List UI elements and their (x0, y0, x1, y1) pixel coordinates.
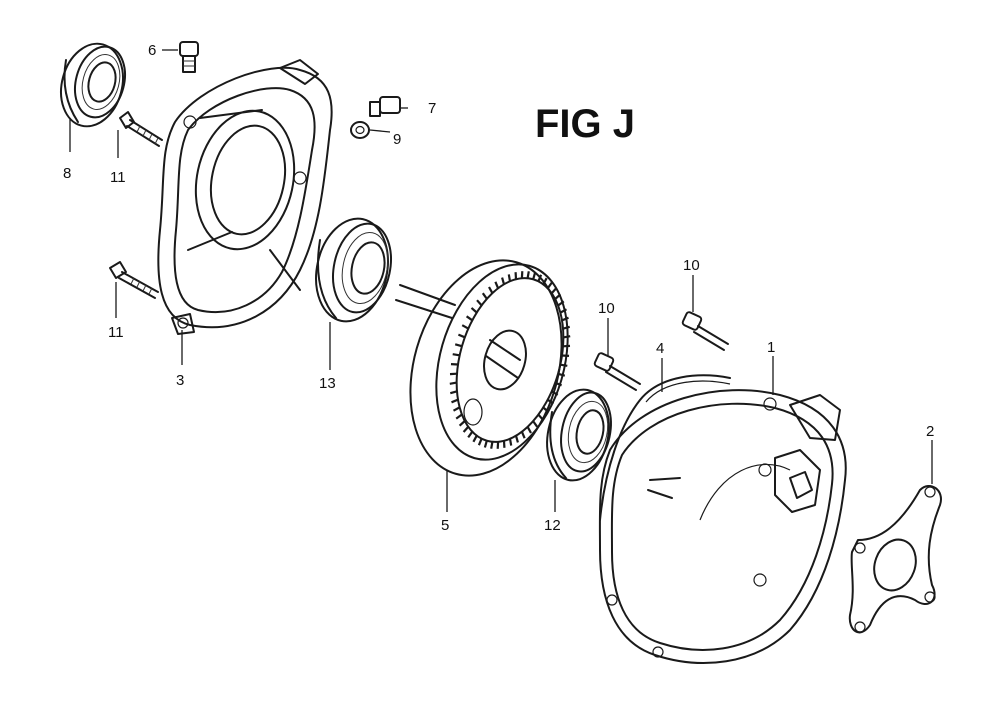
gear-tooth (537, 274, 543, 282)
callout-10-right: 10 (683, 257, 700, 274)
gear-tooth (481, 292, 488, 300)
ring-gear-part-5 (395, 259, 571, 477)
gear-tooth (483, 440, 488, 448)
gear-tooth (449, 381, 457, 385)
callout-3: 3 (176, 372, 184, 389)
figure-title: FIG J (535, 102, 635, 146)
gear-tooth (526, 426, 532, 434)
gear-tooth (537, 413, 544, 421)
gear-tooth (514, 435, 519, 443)
gear-tooth (559, 308, 568, 314)
gear-tooth (507, 274, 512, 282)
callout-8: 8 (63, 165, 71, 182)
callout-9: 9 (393, 131, 401, 148)
gear-tooth (476, 299, 483, 307)
gear-tooth (454, 343, 463, 348)
callout-5: 5 (441, 517, 449, 534)
gear-teeth (449, 271, 571, 449)
gear-tooth (455, 413, 463, 420)
callout-6: 6 (148, 42, 156, 59)
gear-tooth (554, 293, 562, 300)
bearing-part-12 (546, 388, 612, 482)
washer-part-9 (350, 121, 370, 139)
bolt-part-11-lower (109, 261, 159, 299)
bolt-part-10-left (593, 352, 641, 391)
oil-seal-part-8 (60, 42, 126, 128)
gear-tooth (550, 287, 558, 294)
callout-10-left: 10 (598, 300, 615, 317)
gear-tooth (551, 390, 559, 396)
gear-tooth (532, 420, 539, 428)
flange-gasket-part-2 (848, 485, 942, 634)
gear-tooth (557, 300, 565, 307)
gear-tooth (458, 420, 466, 427)
gear-tooth (542, 277, 548, 285)
gear-tooth (546, 281, 553, 289)
gear-tooth (467, 431, 474, 439)
gear-tooth (452, 353, 460, 357)
gear-tooth (532, 272, 537, 280)
gear-tooth (526, 271, 530, 279)
callout-11-lower: 11 (108, 324, 124, 341)
gear-tooth (488, 286, 494, 294)
gear-tooth (560, 363, 568, 367)
gear-tooth (547, 398, 555, 405)
gear-tooth (542, 406, 550, 413)
gear-tooth (508, 438, 513, 446)
gear-tooth (563, 335, 571, 339)
gear-tooth (457, 333, 466, 339)
gear-tooth (470, 307, 478, 314)
gear-tooth (494, 281, 500, 289)
housing-cover-part-3 (157, 59, 333, 335)
gear-tooth (501, 277, 506, 285)
gasket-part-4 (599, 374, 731, 521)
bolt-part-6 (179, 41, 199, 73)
callout-12: 12 (544, 517, 561, 534)
bearing-part-13 (315, 217, 392, 323)
gear-tooth (461, 324, 469, 330)
callout-13: 13 (319, 375, 336, 392)
callout-7: 7 (428, 100, 436, 117)
callout-2: 2 (926, 423, 934, 440)
housing-case-part-1 (598, 389, 847, 664)
plug-bolt-part-7 (369, 96, 401, 117)
callout-11-upper: 11 (110, 169, 126, 186)
gear-tooth (449, 390, 458, 395)
gear-tooth (554, 381, 563, 387)
gear-tooth (465, 315, 473, 322)
gear-tooth (557, 372, 566, 377)
gear-tooth (472, 435, 478, 443)
leader-9 (369, 129, 391, 133)
bolt-part-10-right (681, 311, 729, 351)
gear-tooth (520, 431, 526, 439)
callout-4: 4 (656, 340, 664, 357)
gear-tooth (452, 406, 461, 412)
gear-tooth (490, 441, 494, 449)
gear-tooth (562, 325, 571, 330)
callout-1: 1 (767, 339, 775, 356)
bolt-part-11-upper (119, 111, 163, 147)
gear-tooth (477, 438, 483, 446)
gear-tooth (451, 398, 459, 404)
gear-tooth (462, 426, 470, 433)
gear-tooth (561, 316, 569, 322)
